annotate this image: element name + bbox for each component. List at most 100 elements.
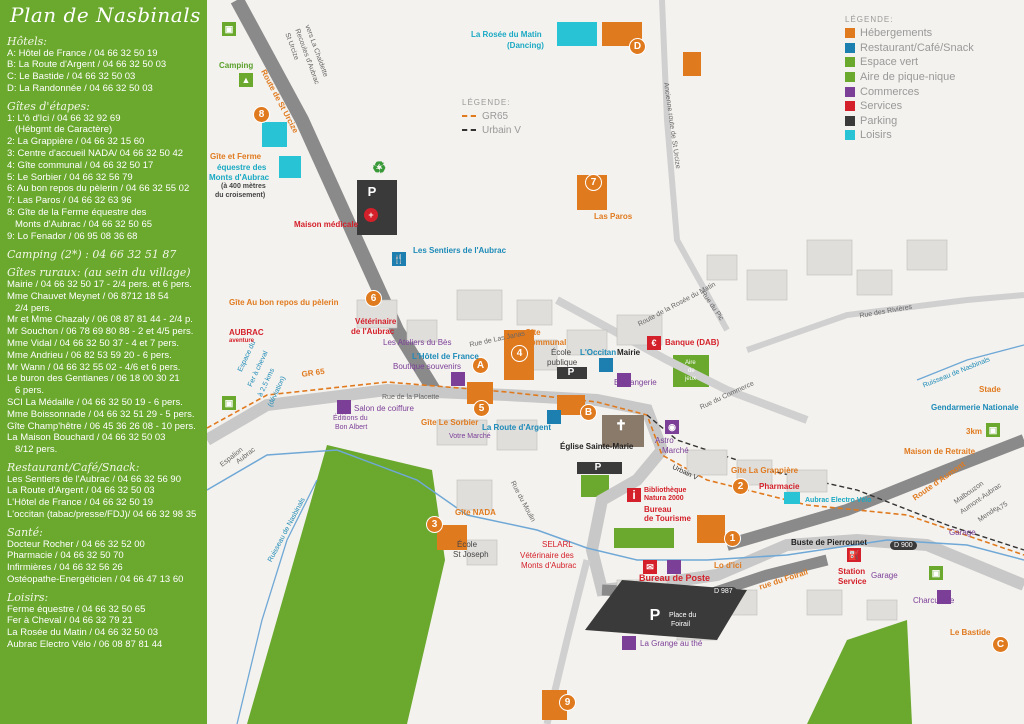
map-background bbox=[207, 0, 1024, 724]
label-station-2: Service bbox=[838, 577, 867, 586]
label-aubrac-aventure-1: AUBRAC bbox=[229, 328, 264, 337]
label-astro-2: Marché bbox=[662, 446, 689, 455]
label-mairie: Mairie bbox=[617, 348, 641, 357]
station-service-icon[interactable]: ⛽ bbox=[847, 548, 861, 562]
bank-icon[interactable]: € bbox=[647, 336, 661, 350]
label-aire-jeux-3: jeux bbox=[685, 376, 697, 382]
label-selarl-1: SELARL bbox=[542, 540, 573, 549]
label-veterinaire-2: de l'Aubrac bbox=[351, 327, 395, 336]
building bbox=[906, 239, 948, 271]
rural-entry: Mme Vidal / 04 66 32 50 37 - 4 et 7 pers… bbox=[7, 337, 179, 349]
shop-icon[interactable] bbox=[451, 372, 465, 386]
building bbox=[746, 269, 788, 301]
rural-entry: Mme Andrieu / 06 82 53 59 20 - 6 pers. bbox=[7, 349, 172, 361]
building bbox=[856, 269, 893, 296]
marker-9[interactable]: 9 bbox=[559, 694, 576, 711]
village-map[interactable]: LÉGENDE: Hébergements Restaurant/Café/Sn… bbox=[207, 0, 1024, 724]
rural-entry: 8/12 pers. bbox=[15, 444, 58, 456]
restaurant-icon[interactable] bbox=[547, 410, 561, 424]
marker-1[interactable]: 1 bbox=[724, 530, 741, 547]
label-garage-1: Garage bbox=[871, 571, 898, 580]
marker-8[interactable]: 8 bbox=[253, 106, 270, 123]
label-votre-marche: Votre Marché bbox=[449, 433, 491, 440]
marker-B[interactable]: B bbox=[580, 404, 597, 421]
marker-A[interactable]: A bbox=[472, 357, 489, 374]
label-lo-dici: Lo d'ici bbox=[714, 561, 742, 570]
label-grange-the: La Grange au thé bbox=[640, 639, 703, 648]
restaurant-icon[interactable]: 🍴 bbox=[392, 252, 406, 266]
label-pharmacie: Pharmacie bbox=[759, 482, 800, 491]
gite-entry: (Hébgmt de Caractère) bbox=[15, 124, 113, 136]
label-camping: Camping bbox=[219, 61, 254, 70]
green-area-west bbox=[247, 445, 445, 724]
legend-item-loisirs: Loisirs bbox=[845, 128, 974, 143]
bakery-icon[interactable] bbox=[617, 373, 631, 387]
shop-icon[interactable] bbox=[937, 590, 951, 604]
marker-2[interactable]: 2 bbox=[732, 478, 749, 495]
marker-4[interactable]: 4 bbox=[511, 345, 528, 362]
shop-icon[interactable] bbox=[622, 636, 636, 650]
rural-entry: La Maison Bouchard / 04 66 32 50 03 bbox=[7, 432, 166, 444]
label-maison-retraite: Maison de Retraite bbox=[904, 447, 976, 456]
label-veterinaire-1: Vétérinaire bbox=[355, 317, 397, 326]
gite-entry: Monts d'Aubrac / 04 66 32 50 65 bbox=[15, 218, 153, 230]
hotel-entry: A: Hôtel de France / 04 66 32 50 19 bbox=[7, 47, 158, 59]
river-ruisseau bbox=[236, 479, 318, 724]
marker-3[interactable]: 3 bbox=[426, 516, 443, 533]
label-route-argent: La Route d'Argent bbox=[482, 423, 552, 432]
camping-icon[interactable]: ▲ bbox=[239, 73, 253, 87]
label-stade: Stade bbox=[979, 385, 1001, 394]
sante-entry: Pharmacie / 04 66 32 50 70 bbox=[7, 550, 124, 562]
shop-icon[interactable] bbox=[337, 400, 351, 414]
rural-entry: 6 pers. bbox=[15, 385, 45, 397]
label-gite-communal-1: Gîte bbox=[525, 328, 541, 337]
recycling-icon: ♻ bbox=[372, 160, 387, 177]
shop-icon[interactable] bbox=[667, 560, 681, 574]
road-rosee bbox=[659, 0, 730, 332]
picnic-icon[interactable]: ▣ bbox=[929, 566, 943, 580]
label-aire-jeux-1: Aire bbox=[685, 360, 696, 366]
loisirs-entry: La Rosée du Matin / 04 66 32 50 03 bbox=[7, 627, 159, 639]
loisirs-ferme bbox=[262, 122, 287, 147]
camping-entry: Camping (2*) : 04 66 32 51 87 bbox=[7, 248, 177, 262]
label-gite-ferme-1: Gîte et Ferme bbox=[210, 152, 262, 161]
label-hotel-france: L'Hôtel de France bbox=[412, 352, 479, 361]
hotels-heading: Hôtels: bbox=[7, 34, 48, 48]
label-editions-1: Éditions du bbox=[333, 415, 368, 422]
marker-6[interactable]: 6 bbox=[365, 290, 382, 307]
label-bureau-tourisme-1: Bureau bbox=[644, 505, 672, 514]
marker-5[interactable]: 5 bbox=[473, 400, 490, 417]
label-banque: Banque (DAB) bbox=[665, 338, 720, 347]
label-rue-place: Rue de la Placette bbox=[382, 394, 440, 401]
building bbox=[516, 299, 553, 326]
label-astro-1: Astro bbox=[655, 436, 674, 445]
picnic-icon[interactable]: ▣ bbox=[222, 22, 236, 36]
gite-entry: 5: Le Sorbier / 04 66 32 56 79 bbox=[7, 171, 133, 183]
marker-7[interactable]: 7 bbox=[585, 174, 602, 191]
loisirs-entry: Ferme équestre / 04 66 32 50 65 bbox=[7, 603, 146, 615]
shopping-basket-icon[interactable]: ◉ bbox=[665, 420, 679, 434]
resto-entry: La Route d'Argent / 04 66 32 50 03 bbox=[7, 485, 155, 497]
info-icon[interactable]: i bbox=[627, 488, 641, 502]
ruraux-heading: Gîtes ruraux: (au sein du village) bbox=[7, 266, 191, 280]
label-electro-velo: Aubrac Electro Vélo bbox=[805, 497, 872, 504]
rural-entry: SCI La Médaille / 04 66 32 50 19 - 6 per… bbox=[7, 396, 183, 408]
rural-entry: Mme Boissonnade / 04 66 32 51 29 - 5 per… bbox=[7, 408, 195, 420]
rural-entry: Mr Wann / 04 66 32 55 02 - 4/6 et 6 pers… bbox=[7, 361, 181, 373]
hotel-entry: D: La Randonnée / 04 66 32 50 03 bbox=[7, 82, 153, 94]
post-icon[interactable]: ✉ bbox=[643, 560, 657, 574]
marker-D[interactable]: D bbox=[629, 38, 646, 55]
restaurant-icon[interactable] bbox=[599, 358, 613, 372]
church-cross-icon: ✝ bbox=[615, 417, 627, 433]
legend-item-services: Services bbox=[845, 99, 974, 114]
rural-entry: Mr et Mme Chazaly / 06 08 87 81 44 - 2/4… bbox=[7, 314, 193, 326]
legend-item-pique-nique: Aire de pique-nique bbox=[845, 70, 974, 85]
picnic-icon[interactable]: ▣ bbox=[222, 396, 236, 410]
picnic-icon[interactable]: ▣ bbox=[986, 423, 1000, 437]
building bbox=[496, 419, 538, 451]
parking-p-mairie: P bbox=[565, 367, 577, 379]
marker-C[interactable]: C bbox=[992, 636, 1009, 653]
building bbox=[466, 539, 498, 566]
resto-heading: Restaurant/Café/Snack: bbox=[7, 460, 140, 474]
label-dancing: (Dancing) bbox=[507, 41, 544, 50]
